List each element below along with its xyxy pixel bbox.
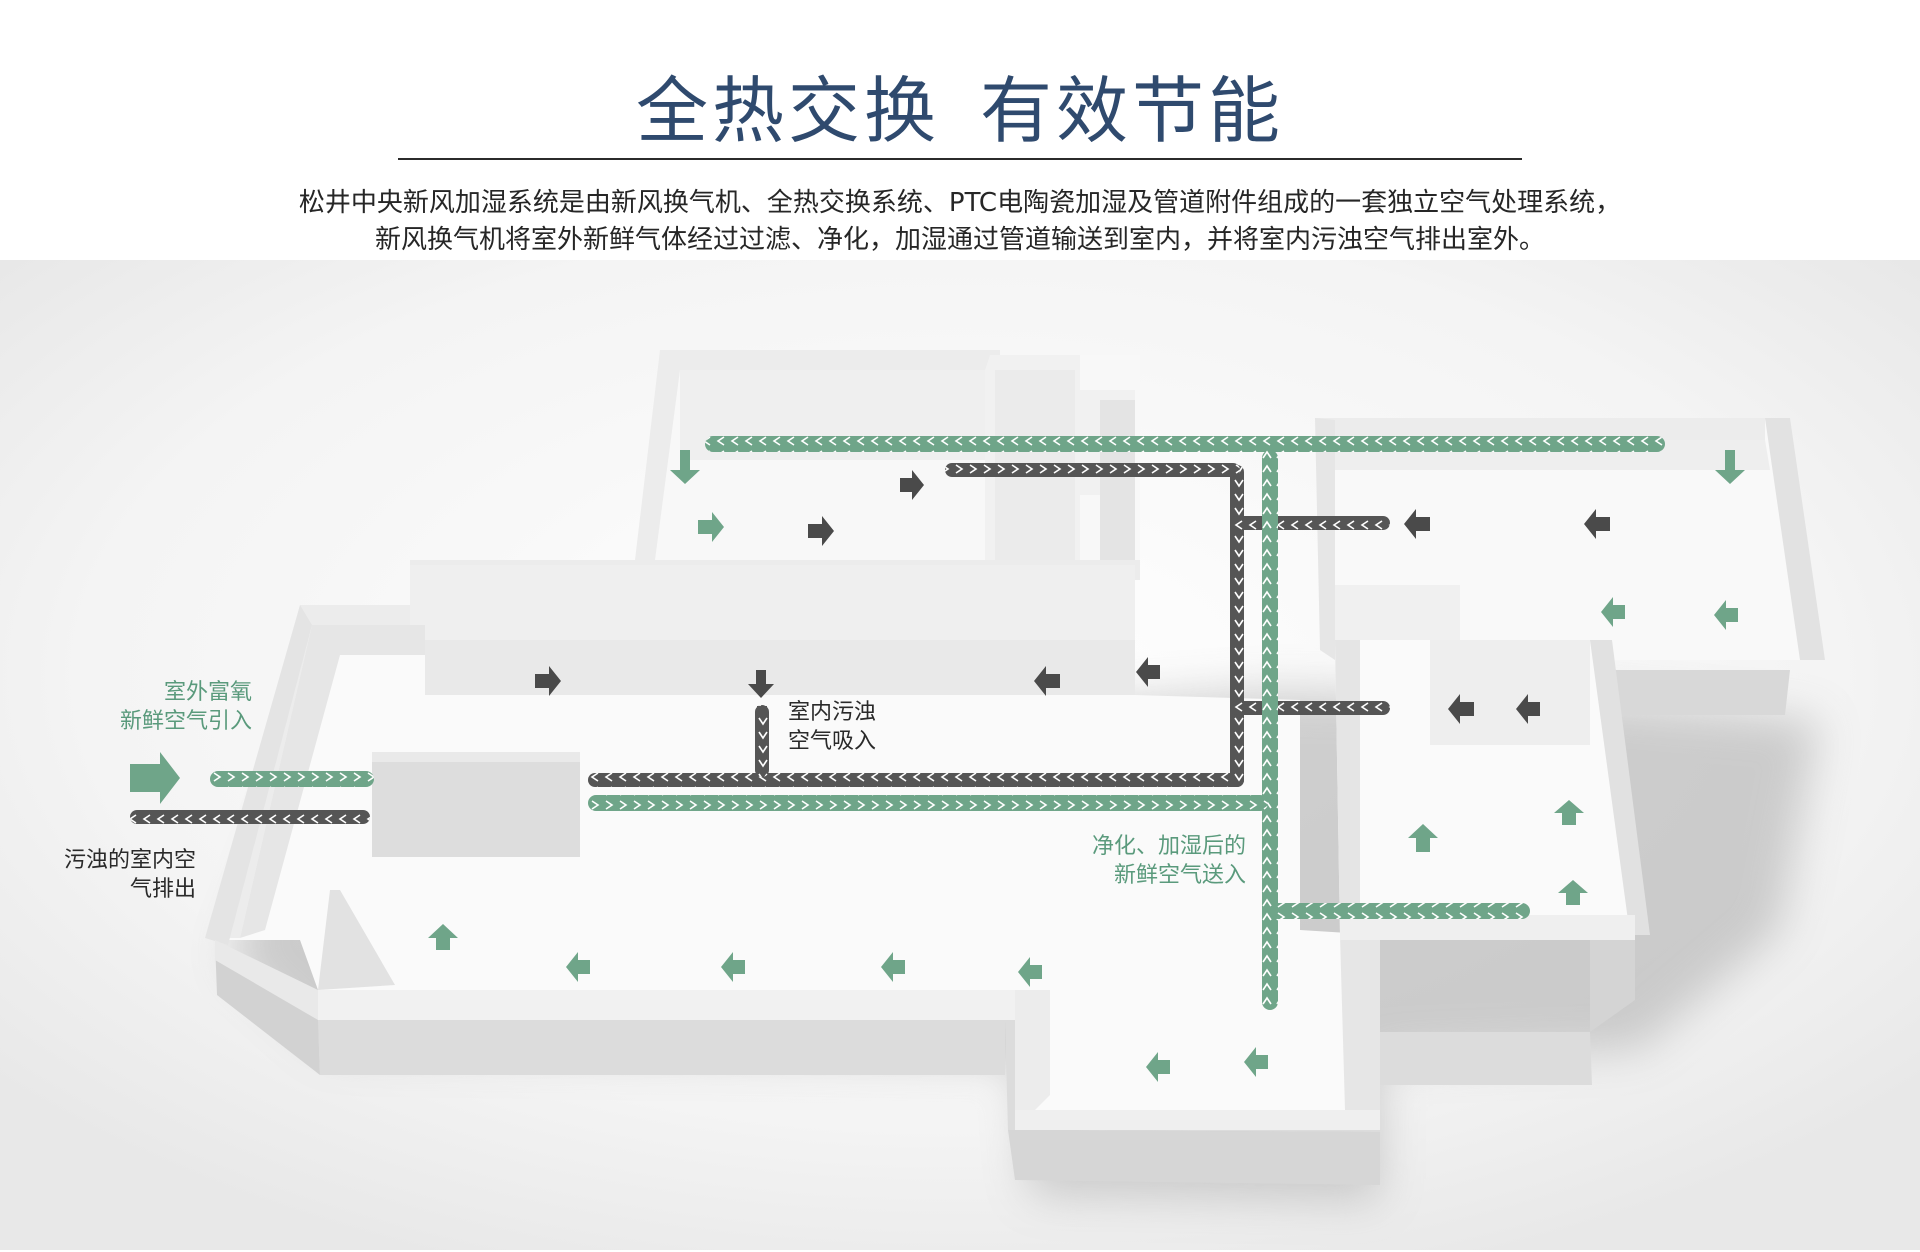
arrow-icon: [881, 952, 905, 982]
outdoor-intake-line-1: 室外富氧: [163, 680, 252, 705]
arrow-icon: [1584, 509, 1610, 539]
arrow-icon: [428, 924, 458, 950]
arrow-icon: [1146, 1052, 1170, 1082]
ventilator-unit: [372, 752, 580, 857]
arrow-icon: [535, 666, 561, 696]
fresh-supply-line-1: 净化、加湿后的: [1091, 834, 1246, 859]
arrow-icon: [1404, 509, 1430, 539]
title-divider: [398, 158, 1522, 160]
indoor-exhaust-line-2: 气排出: [129, 877, 196, 902]
arrow-icon: [1018, 957, 1042, 987]
fresh-supply-label: 净化、加湿后的 新鲜空气送入: [1050, 832, 1246, 890]
fresh-supply-line-2: 新鲜空气送入: [1113, 863, 1246, 888]
description-line-1: 松井中央新风加湿系统是由新风换气机、全热交换系统、PTC电陶瓷加湿及管道附件组成…: [298, 188, 1622, 218]
suction-pointer: [757, 706, 767, 712]
arrow-icon: [900, 470, 924, 500]
outdoor-intake-line-2: 新鲜空气引入: [119, 709, 252, 734]
title-part-1: 全热交换: [635, 69, 940, 153]
intake-arrow-icon: [130, 752, 180, 804]
indoor-suction-label: 室内污浊 空气吸入: [788, 698, 908, 756]
arrow-icon: [1558, 880, 1588, 905]
arrow-icon: [721, 952, 745, 982]
arrow-icon: [1408, 824, 1438, 852]
arrow-icon: [1136, 657, 1160, 687]
fresh-air-ducts: [210, 436, 1665, 1010]
fresh-flow-arrows: [428, 450, 1745, 1082]
ventilation-floor-plan: [0, 260, 1920, 1250]
page-title: 全热交换有效节能: [0, 52, 1920, 157]
arrow-icon: [808, 516, 834, 546]
arrow-icon: [1601, 597, 1625, 627]
arrow-icon: [1715, 450, 1745, 484]
arrow-icon: [748, 670, 774, 698]
indoor-suction-line-1: 室内污浊: [788, 700, 877, 725]
building: [205, 350, 1825, 1185]
arrow-icon: [670, 450, 700, 484]
arrow-icon: [1516, 694, 1540, 724]
indoor-exhaust-label: 污浊的室内空 气排出: [30, 846, 196, 904]
title-part-2: 有效节能: [980, 69, 1285, 153]
arrow-icon: [1448, 694, 1474, 724]
arrow-icon: [566, 952, 590, 982]
arrow-icon: [698, 512, 724, 542]
outdoor-intake-label: 室外富氧 新鲜空气引入: [90, 678, 252, 736]
indoor-exhaust-line-1: 污浊的室内空: [63, 848, 196, 873]
arrow-icon: [1244, 1047, 1268, 1077]
arrow-icon: [1554, 800, 1584, 825]
description-line-2: 新风换气机将室外新鲜气体经过过滤、净化，加湿通过管道输送到室内，并将室内污浊空气…: [374, 225, 1545, 255]
arrow-icon: [1034, 666, 1060, 696]
indoor-suction-line-2: 空气吸入: [788, 729, 877, 754]
stale-flow-arrows: [535, 470, 1610, 724]
arrow-icon: [1714, 600, 1738, 630]
